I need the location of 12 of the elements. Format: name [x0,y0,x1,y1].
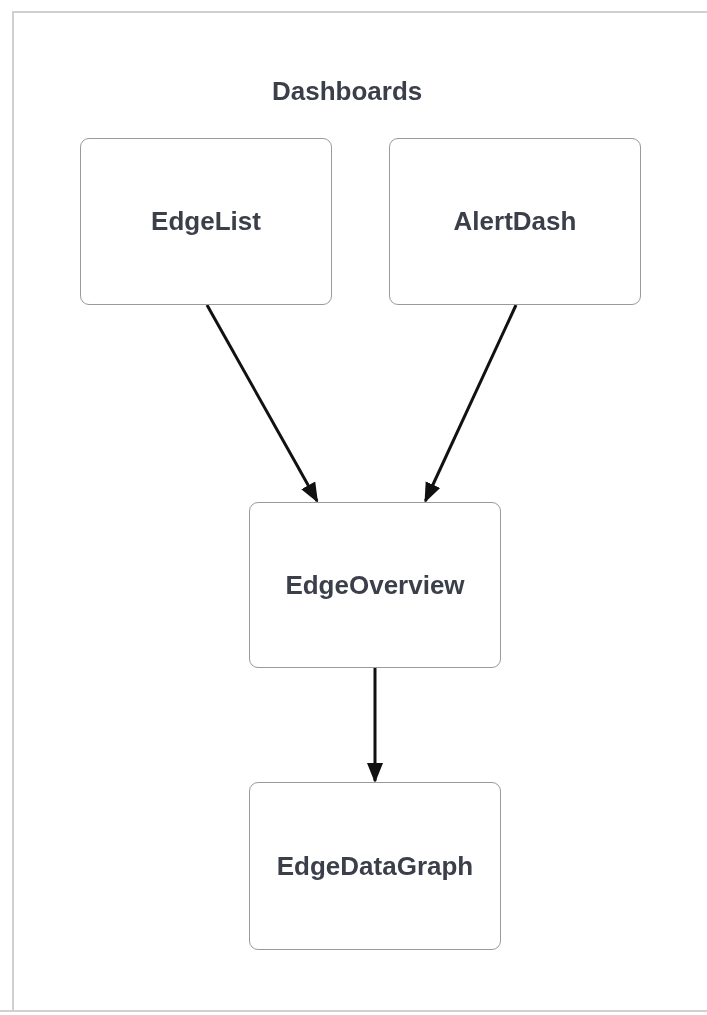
process-box [249,782,501,950]
process-box [249,502,501,668]
diagram-title: Dashboards [272,76,423,107]
box-label: EdgeList [151,206,261,237]
arrow [424,304,518,503]
arrow [367,668,383,783]
arrow [205,304,319,503]
box-label: EdgeDataGraph [276,850,474,882]
process-box [80,138,332,305]
box-label: EdgeOverview [285,569,465,601]
box-label: AlertDash [453,206,577,237]
process-box [389,138,641,305]
